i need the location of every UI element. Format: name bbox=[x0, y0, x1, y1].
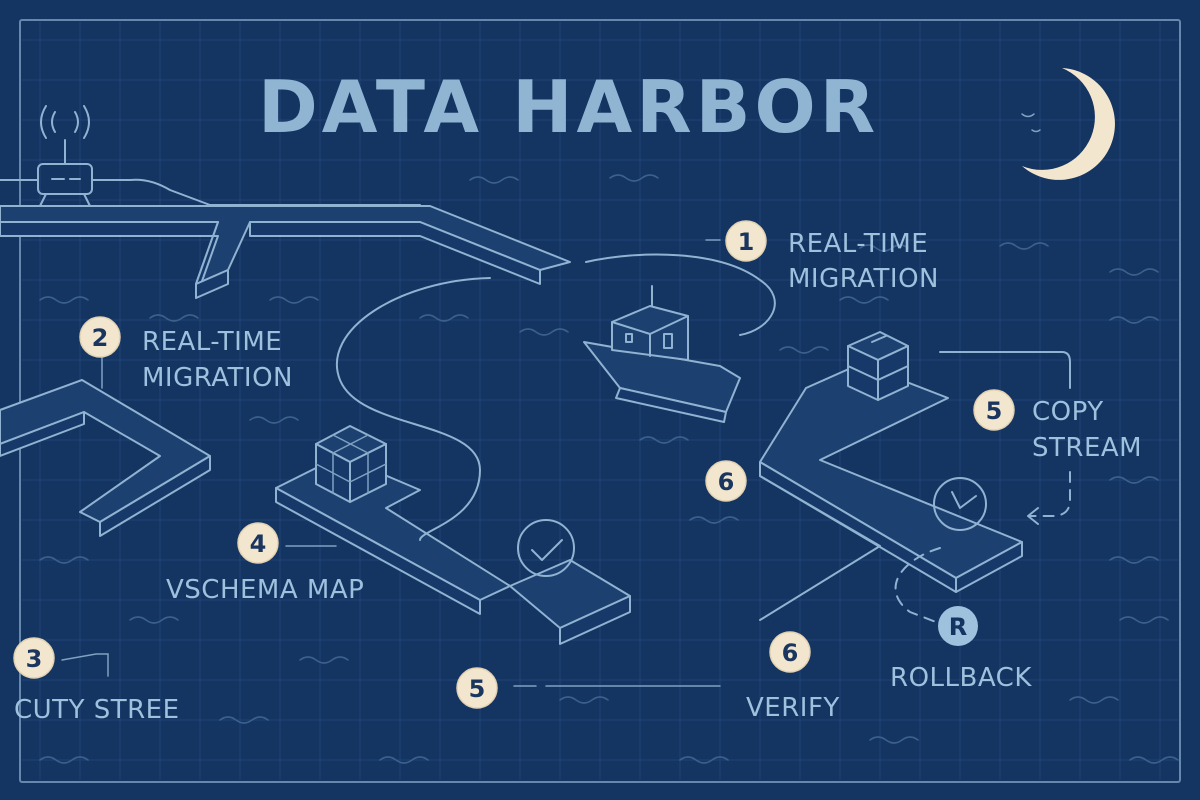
network-cable bbox=[0, 178, 421, 206]
leader-step-3 bbox=[61, 653, 109, 677]
moon-icon bbox=[1021, 68, 1115, 180]
step-1-label-line-2: MIGRATION bbox=[788, 264, 939, 294]
step-5-copy-stream: 5 COPY STREAM bbox=[973, 389, 1142, 463]
step-3: 3 CUTY STREE bbox=[13, 637, 180, 725]
step-5-bottom-number: 5 bbox=[469, 675, 486, 703]
step-2-label-line-2: MIGRATION bbox=[142, 363, 293, 393]
step-2-label-line-1: REAL-TIME bbox=[142, 327, 282, 357]
step-4-badge: 4 bbox=[237, 522, 279, 564]
step-5-bottom-badge: 5 bbox=[456, 667, 498, 709]
wave-mark bbox=[419, 314, 469, 322]
wave-mark bbox=[609, 174, 659, 182]
step-5-copy-stream-label-line-1: COPY bbox=[1032, 397, 1104, 427]
step-2-number: 2 bbox=[92, 324, 109, 352]
wave-mark bbox=[869, 736, 919, 744]
top-dock bbox=[0, 205, 571, 299]
diagram-title: DATA HARBOR bbox=[258, 65, 879, 149]
cube-grid-icon bbox=[315, 425, 387, 503]
wave-mark bbox=[689, 516, 739, 524]
wave-mark bbox=[379, 756, 429, 764]
wave-mark bbox=[39, 296, 89, 304]
wave-mark bbox=[269, 296, 319, 304]
clock-icon bbox=[933, 477, 987, 531]
step-1-number: 1 bbox=[738, 228, 755, 256]
rollback-r-icon: R bbox=[938, 606, 978, 646]
diagram-frame bbox=[19, 19, 1181, 783]
step-3-label: CUTY STREE bbox=[14, 695, 180, 725]
route-to-step-1 bbox=[585, 253, 776, 336]
wave-mark bbox=[639, 436, 689, 444]
wave-mark bbox=[1109, 476, 1159, 484]
step-1-badge: 1 bbox=[725, 220, 767, 262]
step-5-bottom: 5 bbox=[456, 667, 498, 709]
wave-mark bbox=[559, 696, 609, 704]
step-5-copy-stream-label-line-2: STREAM bbox=[1032, 433, 1142, 463]
step-6-dock-number: 6 bbox=[718, 468, 735, 496]
wave-mark bbox=[39, 556, 89, 564]
step-3-badge: 3 bbox=[13, 637, 55, 679]
wave-mark bbox=[519, 328, 569, 336]
step-4-number: 4 bbox=[250, 530, 267, 558]
wave-mark bbox=[1109, 268, 1159, 276]
wave-mark bbox=[129, 616, 179, 624]
wave-mark bbox=[1109, 316, 1159, 324]
wave-mark bbox=[249, 416, 299, 424]
step-1-label-line-1: REAL-TIME bbox=[788, 229, 928, 259]
rollback-letter: R bbox=[949, 613, 967, 641]
wave-mark bbox=[999, 242, 1049, 250]
step-5-copy-stream-badge: 5 bbox=[973, 389, 1015, 431]
wave-mark bbox=[779, 346, 829, 354]
rollback-label: ROLLBACK bbox=[890, 663, 1032, 693]
copy-stream-dashed-arrow bbox=[1029, 471, 1071, 517]
wave-mark bbox=[39, 756, 89, 764]
step-6-dock-badge: 6 bbox=[705, 460, 747, 502]
water-waves bbox=[39, 174, 1179, 764]
wave-mark bbox=[219, 716, 269, 724]
wave-mark bbox=[299, 656, 349, 664]
wave-mark bbox=[1069, 696, 1119, 704]
left-dock bbox=[0, 379, 211, 537]
step-2: 2 REAL-TIME MIGRATION bbox=[79, 316, 293, 393]
wave-mark bbox=[839, 296, 889, 304]
step-4: 4 VSCHEMA MAP bbox=[166, 522, 364, 605]
wave-mark bbox=[1109, 556, 1159, 564]
step-6-verify: 6 VERIFY bbox=[746, 631, 840, 723]
migration-route bbox=[336, 277, 491, 541]
check-circle-icon bbox=[517, 519, 575, 577]
step-1: 1 REAL-TIME MIGRATION bbox=[725, 220, 939, 294]
wave-mark bbox=[1119, 616, 1169, 624]
antenna-router-icon bbox=[37, 105, 93, 207]
copy-stream-arrowhead bbox=[1027, 507, 1039, 525]
stacked-box-icon bbox=[847, 331, 909, 401]
step-2-badge: 2 bbox=[79, 316, 121, 358]
step-6-verify-badge: 6 bbox=[769, 631, 811, 673]
step-3-number: 3 bbox=[26, 645, 43, 673]
rollback-dashed-path bbox=[894, 547, 941, 623]
boat-icon bbox=[583, 285, 741, 423]
step-6-verify-label: VERIFY bbox=[746, 693, 840, 723]
wave-mark bbox=[859, 244, 909, 252]
wave-mark bbox=[149, 314, 199, 322]
step-5-copy-stream-number: 5 bbox=[986, 397, 1003, 425]
step-4-label: VSCHEMA MAP bbox=[166, 575, 364, 605]
copy-stream-connector bbox=[939, 351, 1071, 389]
wave-mark bbox=[469, 176, 519, 184]
wave-mark bbox=[1129, 756, 1179, 764]
step-6-dock: 6 bbox=[705, 460, 747, 502]
wave-mark bbox=[679, 756, 729, 764]
step-6-verify-number: 6 bbox=[782, 639, 799, 667]
